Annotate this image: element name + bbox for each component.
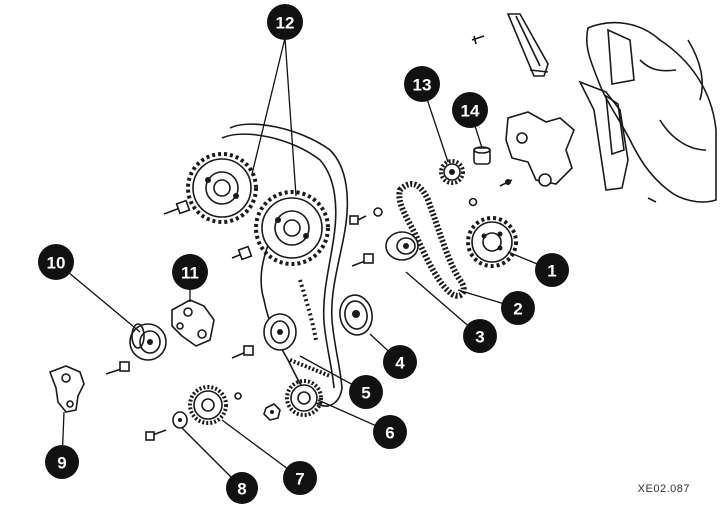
camshaft-sprocket-right xyxy=(254,190,330,266)
tensioner-bracket xyxy=(171,299,215,347)
svg-text:5: 5 xyxy=(361,384,370,403)
small-bolts xyxy=(471,35,657,203)
callout-12: 12 xyxy=(267,4,303,40)
tensioner-arm xyxy=(48,365,85,413)
idler-pulley xyxy=(231,313,297,359)
svg-text:3: 3 xyxy=(475,328,484,347)
water-pump-bracket xyxy=(505,111,575,187)
callout-4: 4 xyxy=(383,345,417,379)
balance-belt-tensioner xyxy=(385,231,419,261)
svg-text:9: 9 xyxy=(57,454,66,473)
callout-8: 8 xyxy=(226,472,258,504)
svg-text:8: 8 xyxy=(237,480,246,499)
callout-2: 2 xyxy=(501,291,535,325)
hex-nut xyxy=(263,403,281,421)
figure-code: XE02.087 xyxy=(637,483,690,495)
callout-11: 11 xyxy=(172,254,208,290)
svg-text:11: 11 xyxy=(181,264,199,283)
svg-text:7: 7 xyxy=(295,470,304,489)
callout-3: 3 xyxy=(463,319,497,353)
callout-13: 13 xyxy=(404,66,440,102)
cam-sprocket-bolts xyxy=(163,199,383,267)
svg-text:14: 14 xyxy=(461,102,480,121)
svg-text:1: 1 xyxy=(547,262,556,281)
balance-shaft-sprocket xyxy=(466,216,518,268)
callout-6: 6 xyxy=(373,415,407,449)
camshaft-sprocket-left xyxy=(186,152,258,224)
callout-9: 9 xyxy=(45,445,79,479)
svg-text:2: 2 xyxy=(513,300,522,319)
small-sprocket-13 xyxy=(439,159,465,185)
svg-text:13: 13 xyxy=(413,76,432,95)
lower-balance-sprocket xyxy=(188,385,228,425)
crankshaft-flange xyxy=(339,294,373,336)
callout-7: 7 xyxy=(283,461,317,495)
spacer-14 xyxy=(473,146,491,165)
svg-text:4: 4 xyxy=(395,354,405,373)
svg-text:6: 6 xyxy=(385,424,394,443)
timing-belt-tensioner-pulley xyxy=(105,323,167,375)
crankshaft-sprocket xyxy=(285,358,331,417)
callout-1: 1 xyxy=(535,253,569,287)
svg-text:10: 10 xyxy=(47,254,66,273)
small-bolt-14 xyxy=(468,197,478,207)
timing-cover-bracket xyxy=(506,13,549,77)
callout-5: 5 xyxy=(349,375,383,409)
washer-and-bolt xyxy=(145,392,242,441)
callout-14: 14 xyxy=(452,92,488,128)
callout-10: 10 xyxy=(38,244,74,280)
svg-text:12: 12 xyxy=(276,14,295,33)
engine-block-outline xyxy=(578,21,717,203)
